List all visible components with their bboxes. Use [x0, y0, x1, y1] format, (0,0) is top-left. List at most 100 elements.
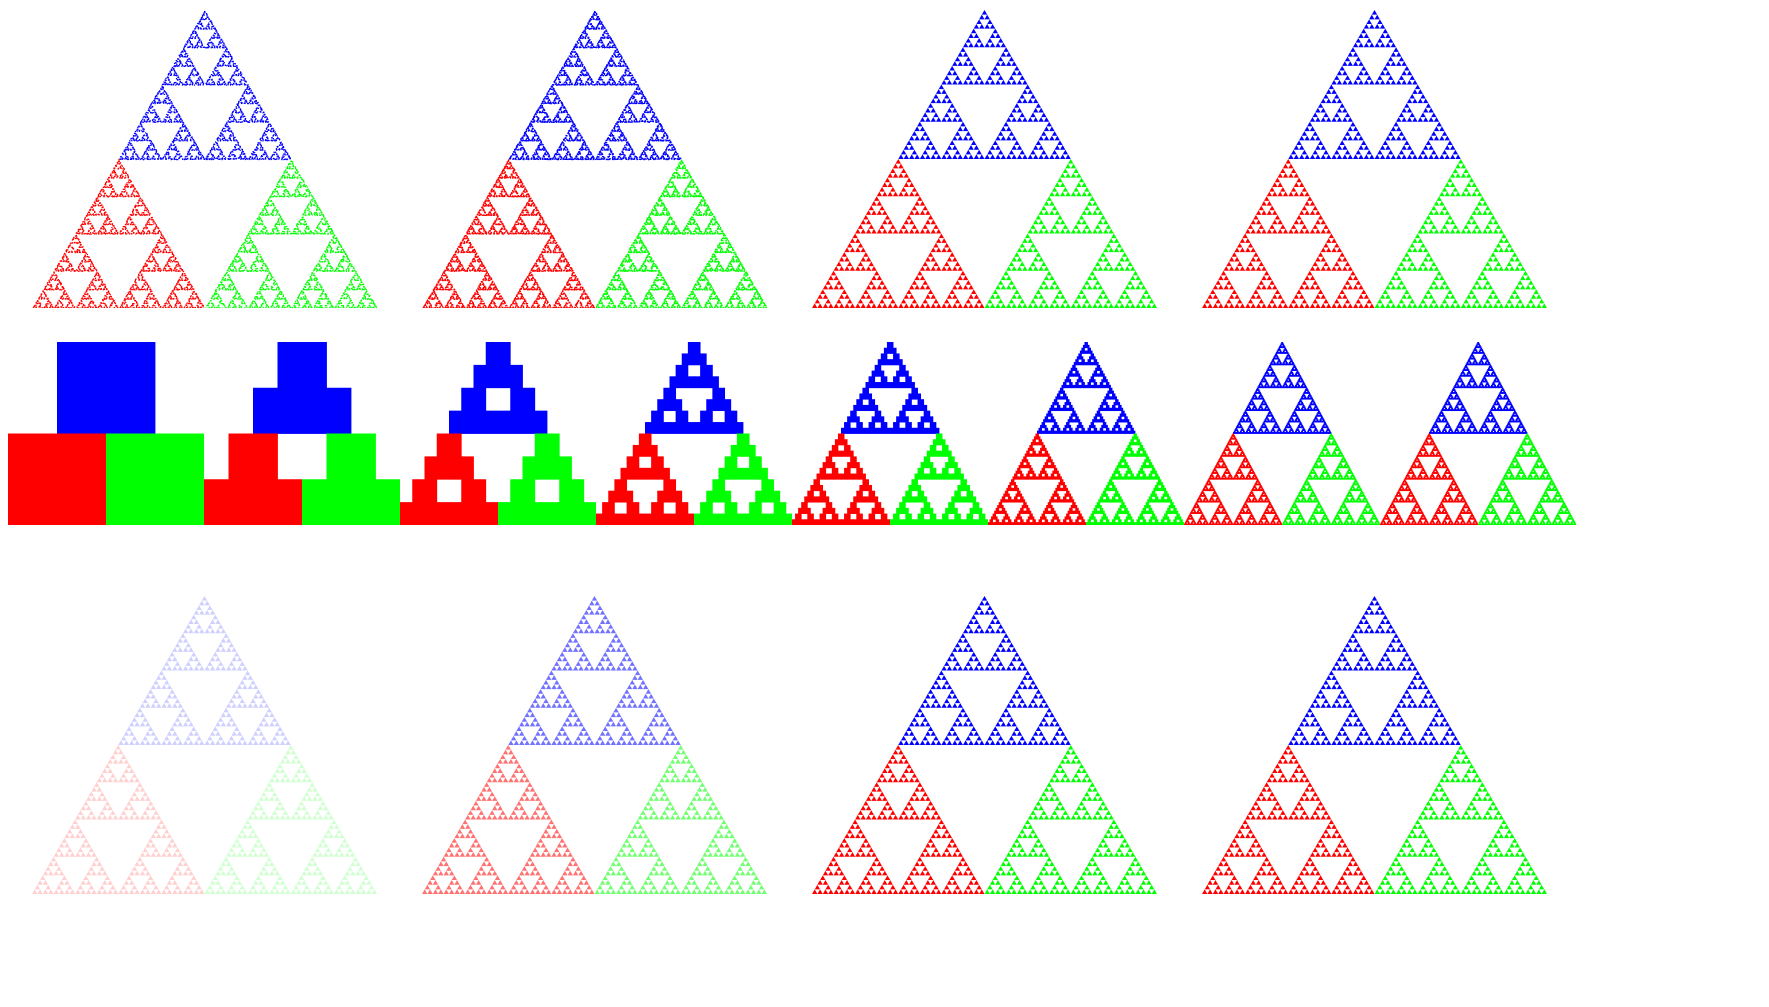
fractal-point-top: [202, 19, 203, 20]
fractal-point-left: [138, 205, 139, 206]
fractal-point-left: [138, 202, 139, 203]
fractal-point-left: [143, 228, 144, 229]
fractal-point-top: [173, 107, 174, 108]
fractal-point-top: [225, 159, 226, 160]
fractal-point-top: [222, 60, 223, 61]
fractal-point-left: [98, 205, 99, 206]
fractal-point-top: [274, 152, 275, 153]
fractal-point-top: [228, 82, 229, 83]
fractal-point-left: [131, 219, 132, 220]
fractal-point-top: [168, 157, 169, 158]
fractal-point-top: [217, 83, 218, 84]
fractal-point-top: [234, 80, 235, 81]
fractal-point-top: [247, 93, 248, 94]
fractal-point-left: [111, 193, 112, 194]
fractal-point-left: [42, 307, 43, 308]
fractal-point-top: [213, 37, 214, 38]
fractal-point-top: [137, 140, 138, 141]
fractal-point-top: [131, 140, 132, 141]
fractal-point-left: [57, 302, 58, 303]
fractal-point-left: [117, 232, 118, 233]
fractal-point-top: [174, 83, 175, 84]
fractal-point-top: [277, 135, 278, 136]
fractal-point-left: [116, 230, 117, 231]
fractal-point-top: [165, 120, 166, 121]
fractal-point-left: [156, 245, 157, 246]
fractal-point-left: [71, 302, 72, 303]
fractal-point-top: [252, 121, 253, 122]
fractal-point-top: [187, 41, 188, 42]
fractal-point-left: [88, 304, 89, 305]
fractal-point-top: [177, 159, 178, 160]
fractal-point-top: [277, 146, 278, 147]
fractal-point-left: [125, 177, 126, 178]
fractal-point-top: [150, 143, 151, 144]
fractal-point-left: [69, 252, 70, 253]
fractal-point-left: [70, 242, 71, 243]
fractal-point-top: [144, 153, 145, 154]
fractal-point-top: [193, 139, 194, 140]
fractal-point-left: [125, 232, 126, 233]
fractal-point-left: [105, 185, 106, 186]
fractal-point-left: [104, 214, 105, 215]
fractal-point-top: [218, 137, 219, 138]
fractal-point-top: [219, 79, 220, 80]
fractal-point-left: [87, 219, 88, 220]
fractal-point-left: [109, 232, 110, 233]
fractal-point-top: [196, 81, 197, 82]
fractal-point-top: [267, 137, 268, 138]
fractal-point-top: [121, 156, 122, 157]
fractal-point-top: [135, 131, 136, 132]
fractal-point-top: [135, 153, 136, 154]
fractal-point-top: [131, 159, 132, 160]
fractal-point-top: [165, 78, 166, 79]
fractal-point-left: [114, 300, 115, 301]
fractal-point-left: [105, 295, 106, 296]
fractal-point-top: [265, 120, 266, 121]
fractal-point-top: [274, 154, 275, 155]
fractal-point-top: [186, 53, 187, 54]
fractal-point-left: [142, 231, 143, 232]
fractal-point-top: [251, 116, 252, 117]
fractal-point-left: [105, 224, 106, 225]
fractal-point-left: [86, 261, 87, 262]
fractal-point-left: [146, 210, 147, 211]
fractal-point-left: [98, 288, 99, 289]
fractal-point-top: [279, 139, 280, 140]
fractal-point-left: [85, 233, 86, 234]
fractal-point-left: [88, 305, 89, 306]
fractal-point-top: [181, 139, 182, 140]
fractal-point-top: [257, 121, 258, 122]
fractal-point-left: [104, 307, 105, 308]
fractal-point-left: [68, 261, 69, 262]
fractal-point-left: [133, 185, 134, 186]
fractal-point-top: [262, 117, 263, 118]
fractal-point-top: [191, 44, 192, 45]
fractal-point-top: [197, 72, 198, 73]
fractal-point-top: [268, 125, 269, 126]
fractal-point-top: [233, 111, 234, 112]
fractal-point-top: [252, 158, 253, 159]
fractal-point-top: [238, 84, 239, 85]
fractal-point-left: [82, 306, 83, 307]
fractal-point-left: [94, 211, 95, 212]
fractal-point-top: [188, 77, 189, 78]
fractal-point-top: [234, 140, 235, 141]
fractal-point-top: [244, 97, 245, 98]
fractal-point-left: [99, 214, 100, 215]
fractal-point-top: [183, 49, 184, 50]
fractal-point-left: [103, 227, 104, 228]
fractal-point-top: [285, 151, 286, 152]
fractal-point-left: [141, 214, 142, 215]
fractal-point-top: [217, 84, 218, 85]
fractal-point-top: [224, 45, 225, 46]
fractal-point-left: [146, 228, 147, 229]
fractal-point-top: [148, 121, 149, 122]
fractal-point-left: [105, 221, 106, 222]
fractal-point-left: [54, 308, 55, 309]
fractal-point-left: [78, 239, 79, 240]
fractal-point-top: [258, 143, 259, 144]
fractal-point-left: [161, 234, 162, 235]
fractal-point-top: [241, 149, 242, 150]
fractal-point-left: [38, 306, 39, 307]
